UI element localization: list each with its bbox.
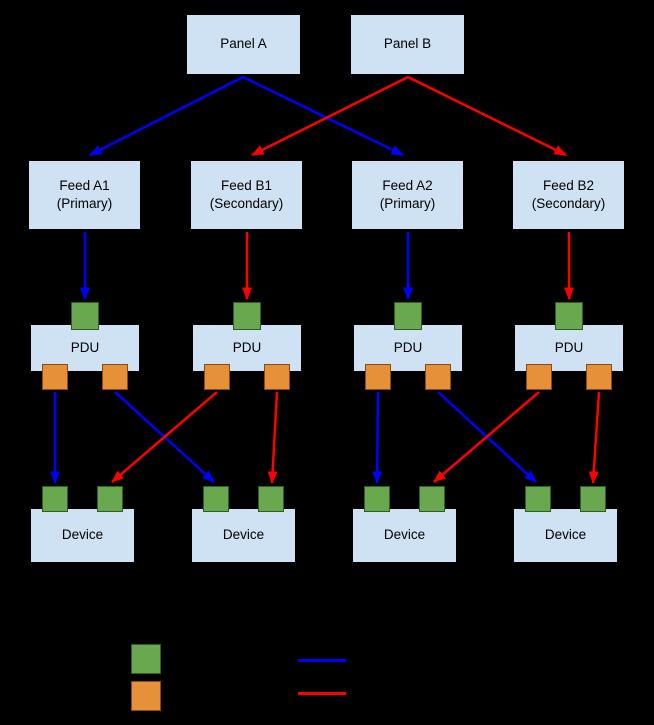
feed-b2-name: Feed B2 xyxy=(542,177,595,193)
device3-input-port-right xyxy=(419,486,445,512)
pdu1-output-port-right xyxy=(102,364,128,390)
device-4-label: Device xyxy=(544,527,587,543)
pdu4-output-port-right xyxy=(586,364,612,390)
feed-b2-box: Feed B2 (Secondary) xyxy=(512,160,625,230)
arrow-pdu2-to-device1 xyxy=(111,391,218,483)
feed-a2-role: (Primary) xyxy=(379,196,436,211)
feed-b1-role: (Secondary) xyxy=(209,196,284,211)
pdu4-output-port-left xyxy=(526,364,552,390)
device1-input-port-left xyxy=(42,486,68,512)
device2-input-port-right xyxy=(258,486,284,512)
pdu2-input-port xyxy=(233,302,261,330)
arrow-pdu3-to-device3 xyxy=(372,391,383,484)
device2-input-port-left xyxy=(203,486,229,512)
arrow-pdu4-to-device4 xyxy=(588,391,601,484)
pdu-1-label: PDU xyxy=(70,339,100,355)
feed-a1-name: Feed A1 xyxy=(59,177,110,193)
pdu3-output-port-right xyxy=(425,364,451,390)
legend-primary-line xyxy=(298,659,346,662)
feed-a1-role: (Primary) xyxy=(56,196,113,211)
panel-a-label: Panel A xyxy=(220,36,267,52)
pdu-3-label: PDU xyxy=(393,339,423,355)
feed-b1-name: Feed B1 xyxy=(220,177,273,193)
legend-output-port-swatch xyxy=(131,681,161,711)
device4-input-port-left xyxy=(525,486,551,512)
device1-input-port-right xyxy=(97,486,123,512)
device3-input-port-left xyxy=(364,486,390,512)
feed-a2-name: Feed A2 xyxy=(382,177,433,193)
pdu1-input-port xyxy=(71,302,99,330)
device-3-box: Device xyxy=(352,508,457,563)
feed-b2-role: (Secondary) xyxy=(531,196,606,211)
device-2-label: Device xyxy=(222,527,265,543)
feed-a1-box: Feed A1 (Primary) xyxy=(28,160,141,230)
device-4-box: Device xyxy=(513,508,618,563)
panel-a-box: Panel A xyxy=(186,14,301,75)
pdu2-output-port-right xyxy=(264,364,290,390)
device-3-label: Device xyxy=(383,527,426,543)
arrow-panel-a-to-feed-a2 xyxy=(242,75,404,157)
arrow-panel-a-to-feed-a1 xyxy=(89,75,244,157)
pdu-4-label: PDU xyxy=(554,339,584,355)
arrow-pdu2-to-device2 xyxy=(267,391,279,484)
panel-b-label: Panel B xyxy=(383,36,432,52)
panel-b-box: Panel B xyxy=(350,14,465,75)
pdu4-input-port xyxy=(555,302,583,330)
pdu1-output-port-left xyxy=(42,364,68,390)
arrow-panel-b-to-feed-b2 xyxy=(407,75,567,157)
device-2-box: Device xyxy=(191,508,296,563)
legend-input-port-swatch xyxy=(131,644,161,674)
pdu-2-label: PDU xyxy=(232,339,262,355)
feed-a2-box: Feed A2 (Primary) xyxy=(351,160,464,230)
pdu2-output-port-left xyxy=(204,364,230,390)
feed-b1-box: Feed B1 (Secondary) xyxy=(190,160,303,230)
device-1-box: Device xyxy=(30,508,135,563)
pdu3-input-port xyxy=(394,302,422,330)
arrow-panel-b-to-feed-b1 xyxy=(251,75,409,157)
legend-secondary-line xyxy=(298,692,346,695)
device-1-label: Device xyxy=(61,527,104,543)
pdu3-output-port-left xyxy=(365,364,391,390)
arrow-pdu4-to-device3 xyxy=(433,391,540,483)
device4-input-port-right xyxy=(580,486,606,512)
